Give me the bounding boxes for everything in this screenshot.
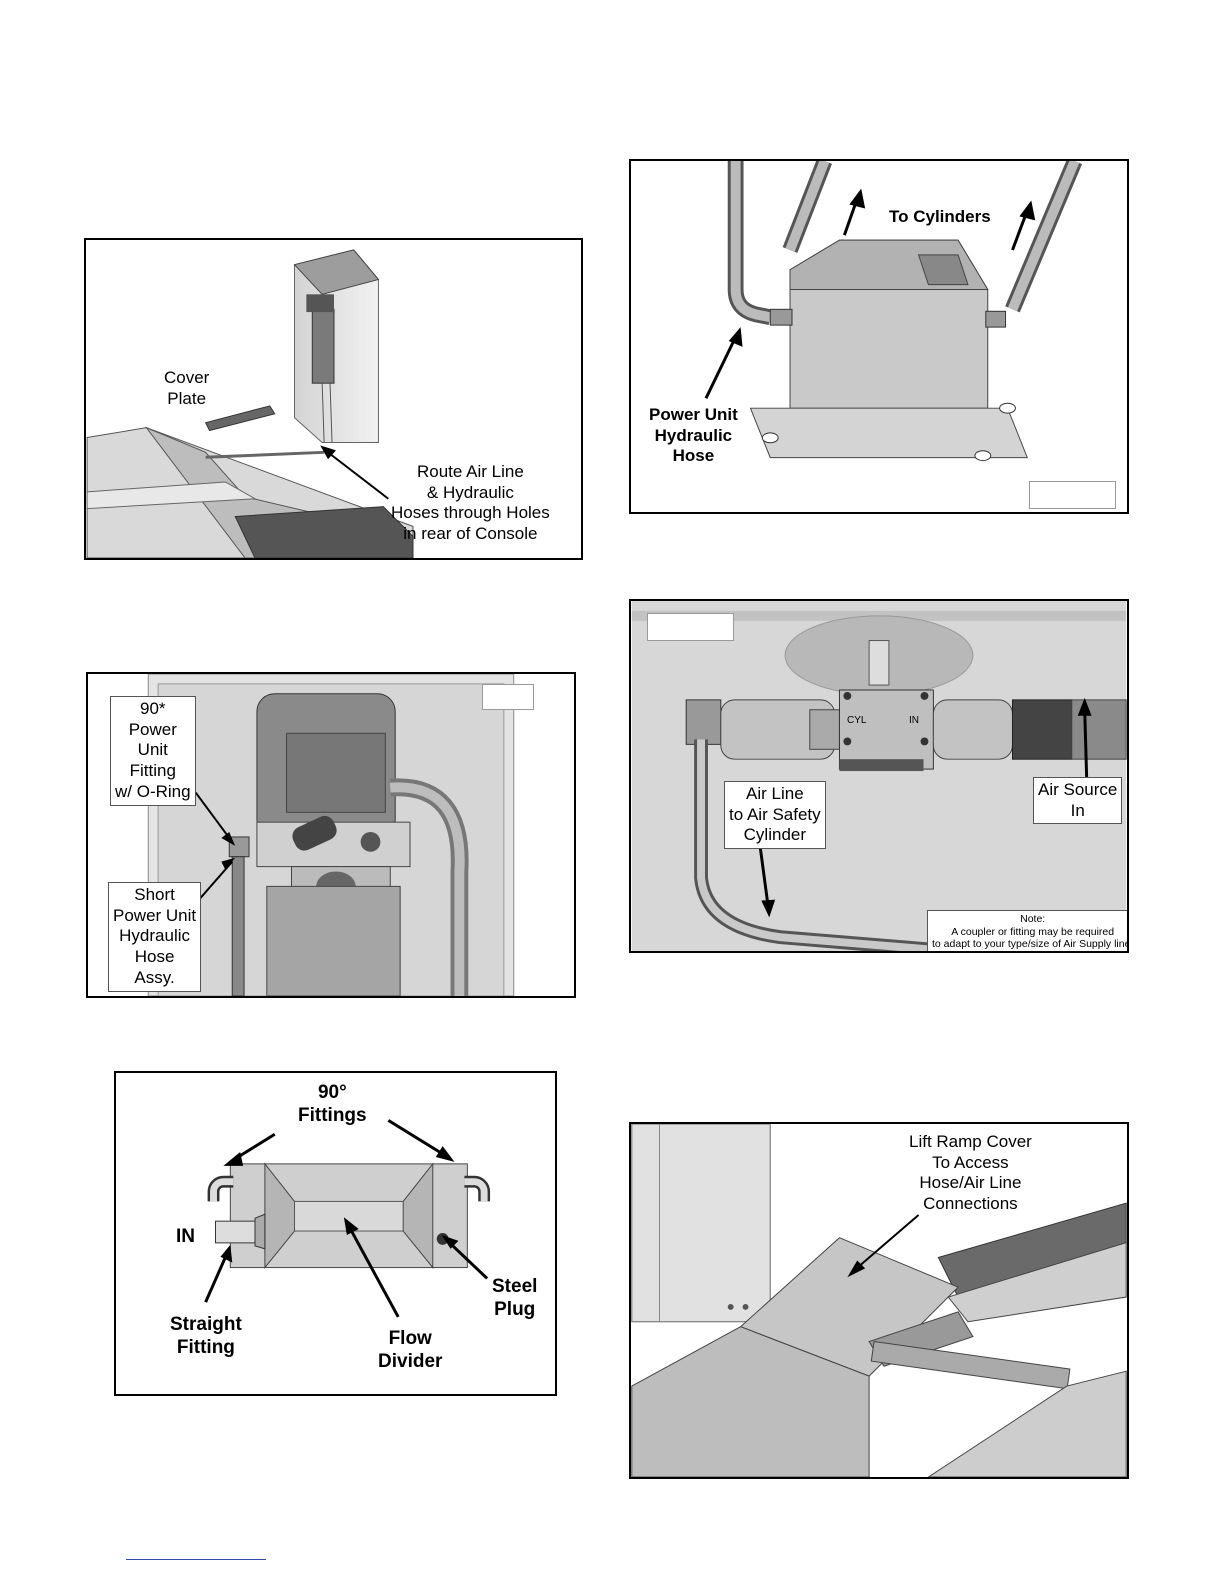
route-hoses-label: Route Air Line & Hydraulic Hoses through…: [391, 462, 550, 544]
air-line-label: Air Line to Air Safety Cylinder: [724, 781, 826, 850]
figure-number-mask: [647, 613, 734, 641]
figure-to-cylinders: To Cylinders Power Unit Hydraulic Hose: [629, 159, 1129, 514]
figure-console-routing: Cover Plate Route Air Line & Hydraulic H…: [84, 238, 583, 560]
steel-plug-label: Steel Plug: [492, 1276, 538, 1321]
figure-ramp-cover: Lift Ramp Cover To Access Hose/Air Line …: [629, 1122, 1129, 1479]
figure-air-safety: CYL IN Air Line to Air Safety Cylinder A…: [629, 599, 1129, 953]
flow-divider-label: Flow Divider: [378, 1328, 443, 1373]
straight-fitting-label: Straight Fitting: [170, 1314, 242, 1359]
footer-link-underline: [126, 1559, 266, 1560]
in-port-label: IN: [909, 715, 919, 726]
ramp-cover-label: Lift Ramp Cover To Access Hose/Air Line …: [909, 1132, 1032, 1214]
ramp-cover-illustration: [631, 1124, 1127, 1477]
figure-number-mask: [1029, 481, 1116, 509]
power-unit-illustration: [147, 674, 515, 996]
air-source-label: Air Source In: [1033, 777, 1123, 825]
power-unit-hose-label: Power Unit Hydraulic Hose: [649, 405, 738, 466]
in-port-label: IN: [176, 1226, 195, 1247]
air-safety-illustration: [631, 601, 1127, 951]
console-illustration: [86, 249, 414, 558]
flow-divider-illustration: [204, 1119, 491, 1318]
figure-number-mask: [482, 684, 534, 710]
cover-plate-label: Cover Plate: [164, 368, 210, 408]
fittings-90-label: 90° Fittings: [298, 1082, 367, 1127]
figure-flow-divider: 90° Fittings IN Straight Fitting Flow Di…: [114, 1071, 557, 1396]
coupler-note: Note: A coupler or fitting may be requir…: [927, 910, 1127, 951]
short-hose-label: Short Power Unit Hydraulic Hose Assy.: [108, 882, 202, 992]
cyl-port-label: CYL: [847, 715, 867, 726]
to-cylinders-label: To Cylinders: [889, 207, 991, 226]
to-cylinders-illustration: [704, 161, 1083, 462]
figure-power-unit: 90* Power Unit Fitting w/ O-Ring Short P…: [86, 672, 576, 998]
fitting-90-label: 90* Power Unit Fitting w/ O-Ring: [110, 696, 196, 806]
